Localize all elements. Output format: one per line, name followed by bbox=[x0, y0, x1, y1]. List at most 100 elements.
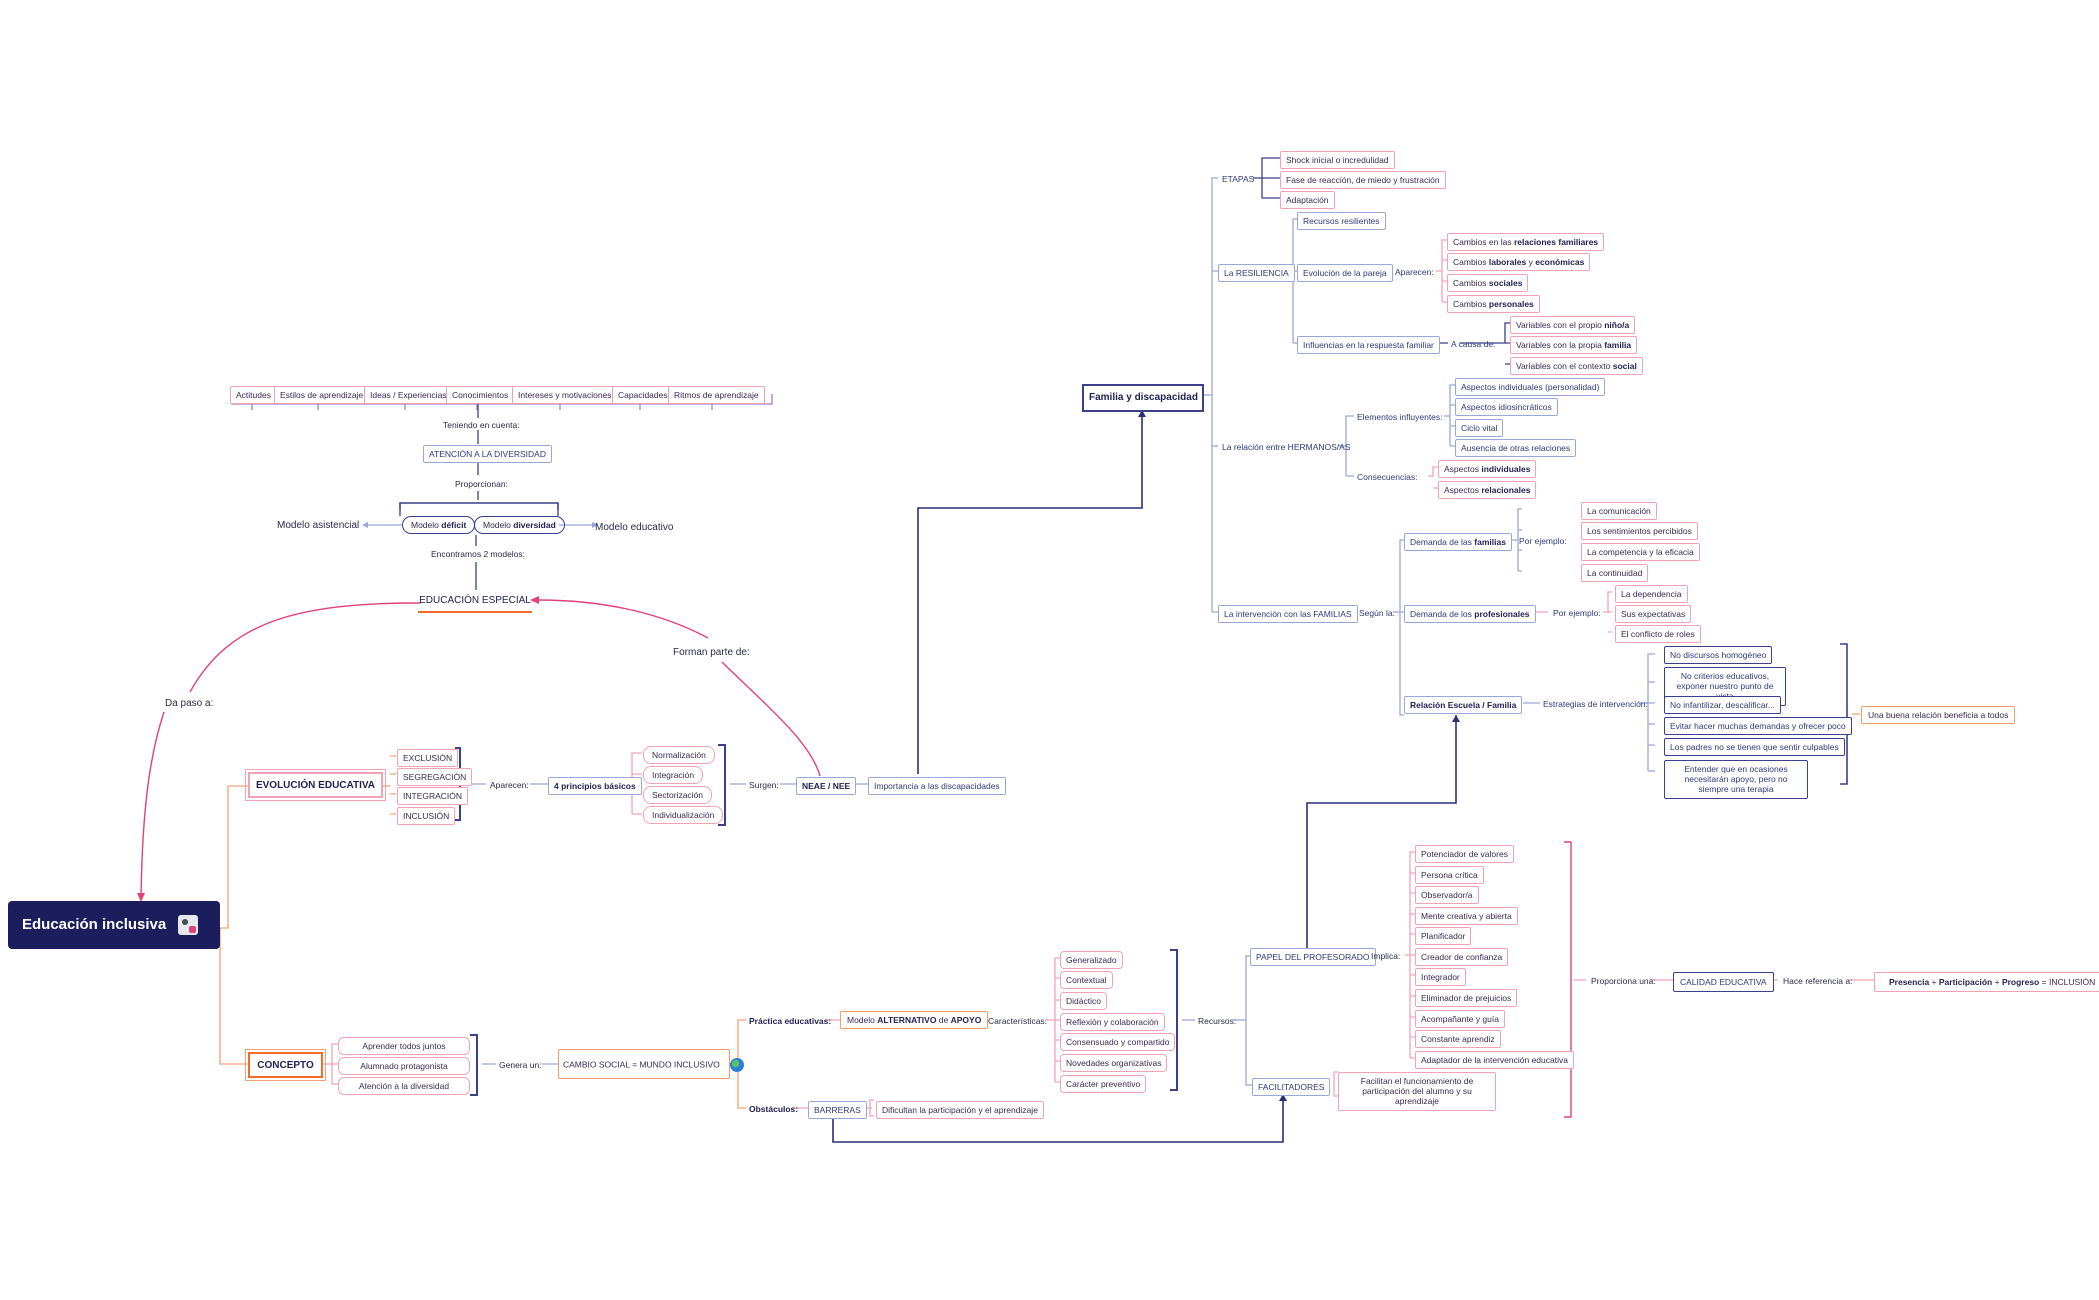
modelo-diversidad-node[interactable]: Modelo diversidad bbox=[474, 516, 565, 535]
role-confianza[interactable]: Creador de confianza bbox=[1415, 948, 1509, 967]
trait-contextual[interactable]: Contextual bbox=[1060, 971, 1113, 990]
modelo-bold2: APOYO bbox=[950, 1015, 982, 1025]
concepto-alumnado[interactable]: Alumnado protagonista bbox=[338, 1057, 470, 1076]
intervencion-familias-node[interactable]: La intervención con las FAMILIAS bbox=[1218, 605, 1358, 624]
educacion-especial-node[interactable]: EDUCACIÓN ESPECIAL bbox=[418, 592, 532, 613]
familia-competencia[interactable]: La competencia y la eficacia bbox=[1581, 543, 1700, 562]
atencion-diversidad-node[interactable]: ATENCIÓN A LA DIVERSIDAD bbox=[423, 445, 552, 464]
modelo-alternativo-node[interactable]: Modelo ALTERNATIVO de APOYO bbox=[840, 1011, 989, 1030]
cambio-personales[interactable]: Cambios personales bbox=[1447, 295, 1540, 314]
principle-individualizacion[interactable]: Individualización bbox=[643, 806, 724, 825]
trait-novedades[interactable]: Novedades organizativas bbox=[1060, 1054, 1168, 1073]
etapas-label[interactable]: ETAPAS bbox=[1222, 174, 1255, 184]
variable-social[interactable]: Variables con el contexto social bbox=[1510, 357, 1643, 376]
elemento-ausencia[interactable]: Ausencia de otras relaciones bbox=[1455, 439, 1577, 458]
factor-actitudes[interactable]: Actitudes bbox=[230, 386, 277, 405]
stage-segregacion[interactable]: SEGREGACIÓN bbox=[397, 768, 473, 787]
factor-ideas[interactable]: Ideas / Experiencias bbox=[364, 386, 453, 405]
trait-preventivo[interactable]: Carácter preventivo bbox=[1060, 1075, 1147, 1094]
estrategia-discursos[interactable]: No discursos homogéneo bbox=[1664, 646, 1773, 665]
cambio-sociales[interactable]: Cambios sociales bbox=[1447, 274, 1529, 293]
variable-nino[interactable]: Variables con el propio niño/a bbox=[1510, 316, 1636, 335]
role-critica[interactable]: Persona crítica bbox=[1415, 866, 1484, 885]
recursos-resilientes-node[interactable]: Recursos resilientes bbox=[1297, 212, 1386, 231]
familia-continuidad[interactable]: La continuidad bbox=[1581, 564, 1649, 583]
papel-profesorado-node[interactable]: PAPEL DEL PROFESORADO bbox=[1250, 948, 1376, 967]
facilitan-node[interactable]: Facilitan el funcionamiento de participa… bbox=[1338, 1072, 1496, 1111]
trait-didactico[interactable]: Didáctico bbox=[1060, 992, 1107, 1011]
estrategia-infantilizar[interactable]: No infantilizar, descalificar... bbox=[1664, 696, 1781, 715]
estrategia-apoyo[interactable]: Entender que en ocasiones necesitarán ap… bbox=[1664, 760, 1808, 799]
trait-generalizado[interactable]: Generalizado bbox=[1060, 951, 1123, 970]
root-title: Educación inclusiva bbox=[22, 915, 167, 933]
demanda-familias-pre: Demanda de las bbox=[1410, 537, 1475, 547]
demanda-profesionales-node[interactable]: Demanda de los profesionales bbox=[1404, 605, 1536, 624]
relacion-escuela-familia-node[interactable]: Relación Escuela / Familia bbox=[1404, 696, 1523, 715]
role-potenciador[interactable]: Potenciador de valores bbox=[1415, 845, 1514, 864]
concepto-atencion[interactable]: Atención a la diversidad bbox=[338, 1077, 470, 1096]
dificultan-node[interactable]: Dificultan la participación y el aprendi… bbox=[876, 1101, 1044, 1120]
prof-expectativas[interactable]: Sus expectativas bbox=[1615, 605, 1692, 624]
trait-reflexion[interactable]: Reflexión y colaboración bbox=[1060, 1013, 1165, 1032]
factor-capacidades[interactable]: Capacidades bbox=[612, 386, 674, 405]
role-observador[interactable]: Observador/a bbox=[1415, 886, 1479, 905]
consecuencia-individuales[interactable]: Aspectos individuales bbox=[1438, 460, 1537, 479]
role-adaptador[interactable]: Adaptador de la intervención educativa bbox=[1415, 1051, 1574, 1070]
facilitadores-node[interactable]: FACILITADORES bbox=[1252, 1078, 1331, 1097]
prof-dependencia[interactable]: La dependencia bbox=[1615, 585, 1688, 604]
factor-ritmos[interactable]: Ritmos de aprendizaje bbox=[668, 386, 765, 405]
cambio-social-node[interactable]: CAMBIO SOCIAL = MUNDO INCLUSIVO bbox=[558, 1049, 745, 1079]
estrategia-culpables[interactable]: Los padres no se tienen que sentir culpa… bbox=[1664, 738, 1845, 757]
factor-conocimientos[interactable]: Conocimientos bbox=[446, 386, 515, 405]
modelo-deficit-node[interactable]: Modelo déficit bbox=[402, 516, 476, 535]
hermanos-label[interactable]: La relación entre HERMANOS/AS bbox=[1222, 442, 1351, 452]
por-ejemplo-prof-label: Por ejemplo: bbox=[1553, 608, 1601, 618]
principle-sectorizacion[interactable]: Sectorización bbox=[643, 786, 713, 805]
evolucion-pareja-node[interactable]: Evolución de la pareja bbox=[1297, 264, 1393, 283]
trait-consensuado[interactable]: Consensuado y compartido bbox=[1060, 1033, 1176, 1052]
evolucion-educativa-node[interactable]: EVOLUCIÓN EDUCATIVA bbox=[245, 769, 386, 801]
demanda-familias-node[interactable]: Demanda de las familias bbox=[1404, 533, 1512, 552]
role-integrador[interactable]: Integrador bbox=[1415, 968, 1466, 987]
consecuencia-relacionales[interactable]: Aspectos relacionales bbox=[1438, 481, 1537, 500]
estrategia-demandas[interactable]: Evitar hacer muchas demandas y ofrecer p… bbox=[1664, 717, 1852, 736]
familia-comunicacion[interactable]: La comunicación bbox=[1581, 502, 1657, 521]
influencias-node[interactable]: Influencias en la respuesta familiar bbox=[1297, 336, 1440, 355]
role-aprendiz[interactable]: Constante aprendiz bbox=[1415, 1030, 1501, 1049]
factor-estilos[interactable]: Estilos de aprendizaje bbox=[274, 386, 370, 405]
root-node[interactable]: Educación inclusiva bbox=[8, 901, 220, 949]
concepto-aprender[interactable]: Aprender todos juntos bbox=[338, 1037, 470, 1056]
stage-exclusion[interactable]: EXCLUSIÓN bbox=[397, 749, 459, 768]
neae-node[interactable]: NEAE / NEE bbox=[796, 777, 857, 796]
principle-integracion[interactable]: Integración bbox=[643, 766, 704, 785]
buena-relacion-node[interactable]: Una buena relación beneficia a todos bbox=[1861, 706, 2016, 725]
stage-integracion[interactable]: INTEGRACIÓN bbox=[397, 787, 469, 806]
elemento-idiosincraticos[interactable]: Aspectos idiosincráticos bbox=[1455, 398, 1558, 417]
etapa-shock[interactable]: Shock inicial o incredulidad bbox=[1280, 151, 1395, 170]
stage-inclusion[interactable]: INCLUSIÓN bbox=[397, 807, 456, 826]
factor-intereses[interactable]: Intereses y motivaciones bbox=[512, 386, 618, 405]
principios-node[interactable]: 4 principios básicos bbox=[548, 777, 642, 796]
resiliencia-node[interactable]: La RESILIENCIA bbox=[1218, 264, 1295, 283]
cambio-relaciones[interactable]: Cambios en las relaciones familiares bbox=[1447, 233, 1605, 252]
etapa-reaccion[interactable]: Fase de reacción, de miedo y frustración bbox=[1280, 171, 1446, 190]
role-eliminador[interactable]: Eliminador de prejuicios bbox=[1415, 989, 1518, 1008]
role-mente[interactable]: Mente creativa y abierta bbox=[1415, 907, 1518, 926]
importancia-node[interactable]: Importancia a las discapacidades bbox=[868, 777, 1006, 796]
calidad-educativa-node[interactable]: CALIDAD EDUCATIVA bbox=[1673, 972, 1774, 993]
elemento-ciclo[interactable]: Ciclo vital bbox=[1455, 419, 1504, 438]
prof-conflicto[interactable]: El conflicto de roles bbox=[1615, 625, 1701, 644]
etapa-adaptacion[interactable]: Adaptación bbox=[1280, 191, 1335, 210]
familia-sentimientos[interactable]: Los sentimientos percibidos bbox=[1581, 522, 1698, 541]
variable-familia[interactable]: Variables con la propia familia bbox=[1510, 336, 1638, 355]
presencia-node[interactable]: Presencia + Participación + Progreso = I… bbox=[1874, 972, 2099, 993]
concepto-node[interactable]: CONCEPTO bbox=[245, 1049, 326, 1081]
barreras-node[interactable]: BARRERAS bbox=[808, 1101, 867, 1120]
elemento-individuales[interactable]: Aspectos individuales (personalidad) bbox=[1455, 378, 1606, 397]
role-acompanante[interactable]: Acompañante y guía bbox=[1415, 1010, 1505, 1029]
principle-normalizacion[interactable]: Normalización bbox=[643, 746, 715, 765]
role-planificador[interactable]: Planificador bbox=[1415, 927, 1472, 946]
familia-discapacidad-node[interactable]: Familia y discapacidad bbox=[1082, 384, 1204, 412]
cambio-laborales[interactable]: Cambios laborales y económicas bbox=[1447, 253, 1591, 272]
